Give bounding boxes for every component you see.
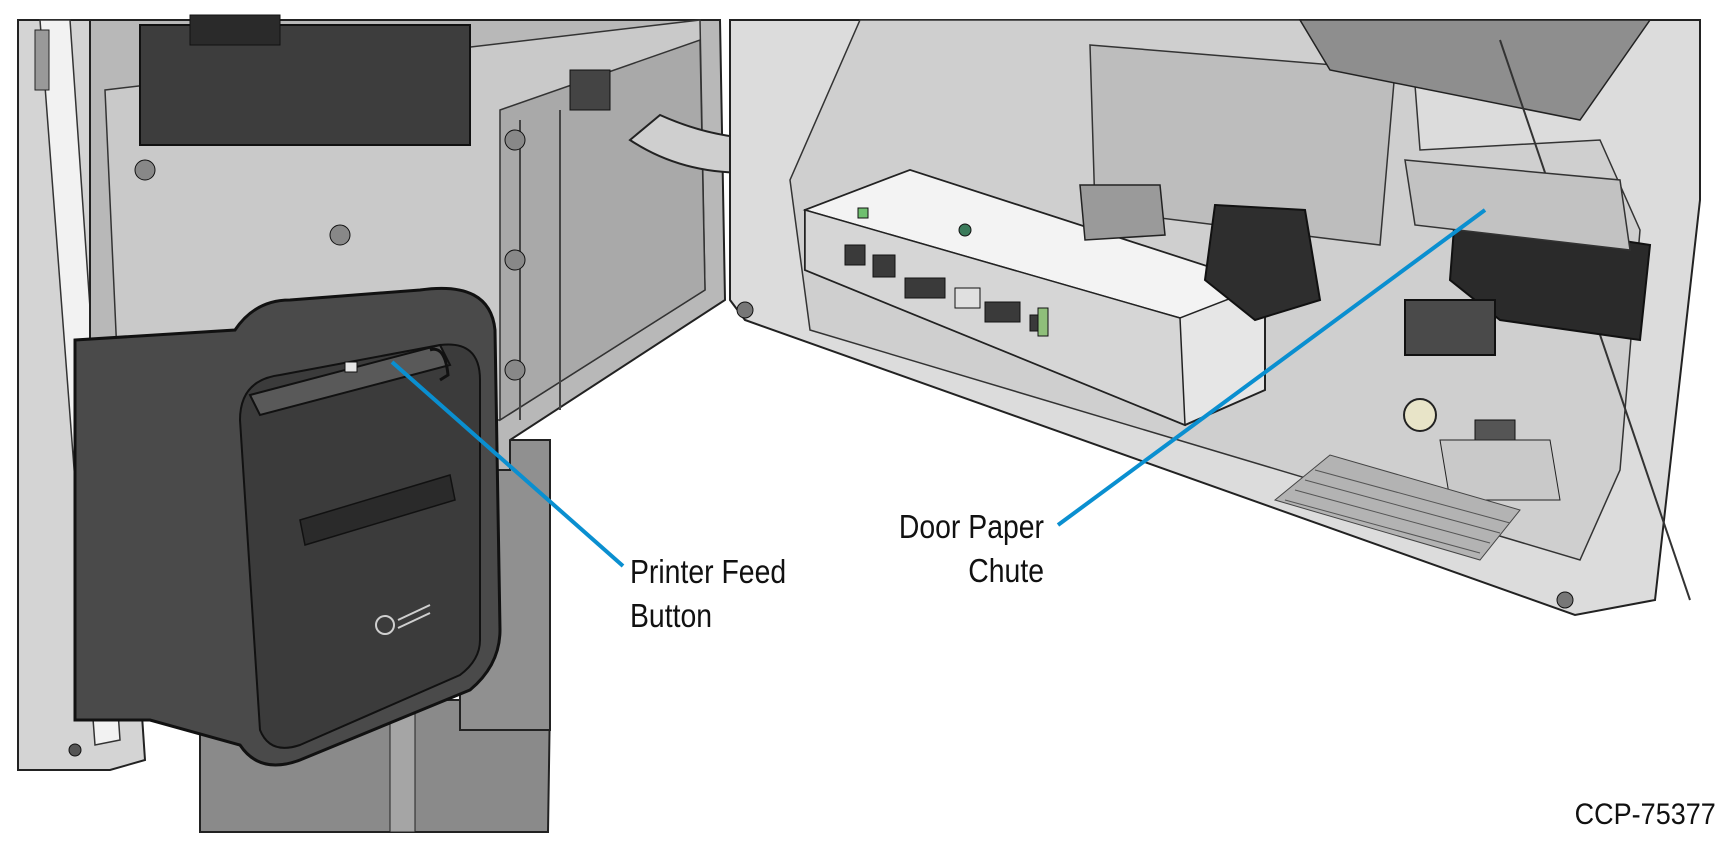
printer bbox=[73, 286, 502, 767]
ncr-logo bbox=[375, 604, 431, 635]
figure-id: CCP-75377 bbox=[1574, 798, 1716, 831]
control-board-box bbox=[802, 168, 1268, 427]
printer-feed-button-label-line2: Button bbox=[630, 597, 713, 634]
vent-grille bbox=[1273, 454, 1521, 561]
printer-feed-button-label-line1: Printer Feed bbox=[630, 553, 787, 590]
printer-feed-leader-line bbox=[390, 360, 625, 568]
door-chute-leader-line bbox=[1056, 208, 1487, 527]
door-paper-chute-label-line2: Chute bbox=[968, 552, 1044, 589]
printer-feed-button-label: Printer Feed Button bbox=[630, 550, 786, 638]
door-components bbox=[1079, 159, 1652, 501]
door-paper-chute-label: Door Paper Chute bbox=[894, 505, 1044, 593]
door-paper-chute-label-line1: Door Paper bbox=[898, 508, 1044, 545]
